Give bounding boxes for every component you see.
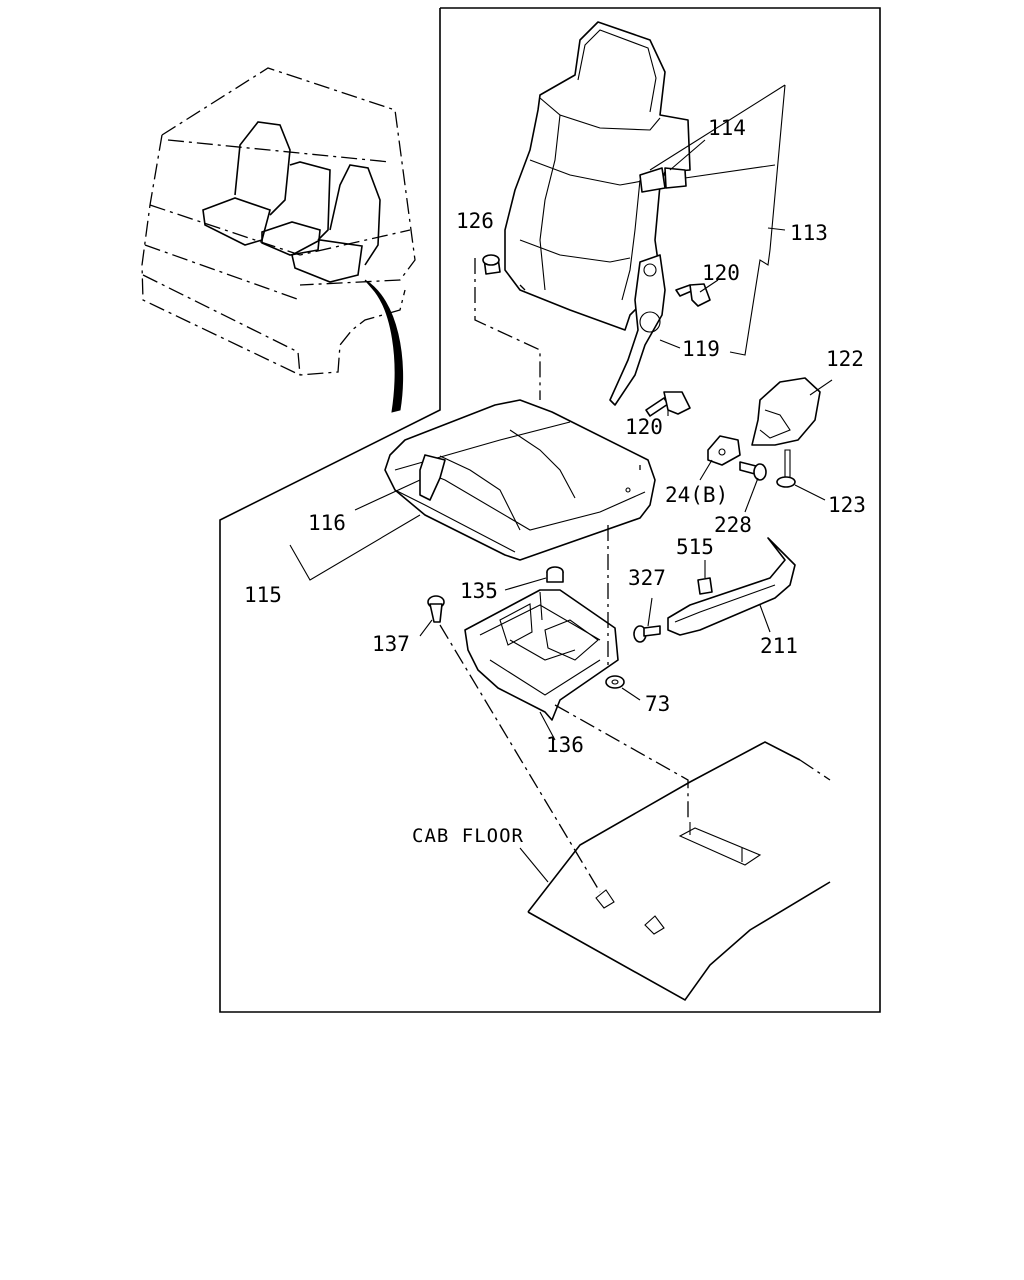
diagram-frame <box>219 7 881 1013</box>
centerlines <box>439 258 689 893</box>
cab-floor-label: CAB FLOOR <box>412 825 524 847</box>
cab-floor <box>527 741 831 1002</box>
seat-base-136 <box>464 589 619 721</box>
callout-327: 327 <box>628 566 666 590</box>
callout-126: 126 <box>456 209 494 233</box>
screw-123 <box>776 449 796 488</box>
bolt-137 <box>427 595 445 623</box>
callout-113: 113 <box>790 221 828 245</box>
cab-overview <box>141 67 416 413</box>
cover-122 <box>751 377 821 446</box>
callout-73: 73 <box>645 692 670 716</box>
leader-lines <box>289 84 833 883</box>
callout-228: 228 <box>714 513 752 537</box>
seat-cushion <box>384 399 656 561</box>
callout-labels: 114 113 126 120 119 120 122 24(B) 123 22… <box>244 116 866 847</box>
clip-515 <box>697 577 713 595</box>
nut-135 <box>546 566 564 583</box>
bolt-327 <box>633 625 661 643</box>
callout-515: 515 <box>676 535 714 559</box>
pin-228 <box>739 461 767 481</box>
callout-136: 136 <box>546 733 584 757</box>
knob-24b <box>707 435 741 466</box>
nut-73 <box>605 675 625 689</box>
callout-24b: 24(B) <box>665 483 728 507</box>
bolt-120-lower <box>645 391 691 417</box>
seat-back <box>482 21 691 406</box>
callout-119: 119 <box>682 337 720 361</box>
bolt-120-upper <box>675 283 711 307</box>
zoom-arrow <box>364 279 404 413</box>
callout-116: 116 <box>308 511 346 535</box>
callout-115: 115 <box>244 583 282 607</box>
callout-122: 122 <box>826 347 864 371</box>
callout-120-lower: 120 <box>625 415 663 439</box>
trim-211 <box>667 537 796 636</box>
callout-114: 114 <box>708 116 746 140</box>
callout-123: 123 <box>828 493 866 517</box>
callout-135: 135 <box>460 579 498 603</box>
callout-137: 137 <box>372 632 410 656</box>
callout-120-upper: 120 <box>702 261 740 285</box>
callout-211: 211 <box>760 634 798 658</box>
